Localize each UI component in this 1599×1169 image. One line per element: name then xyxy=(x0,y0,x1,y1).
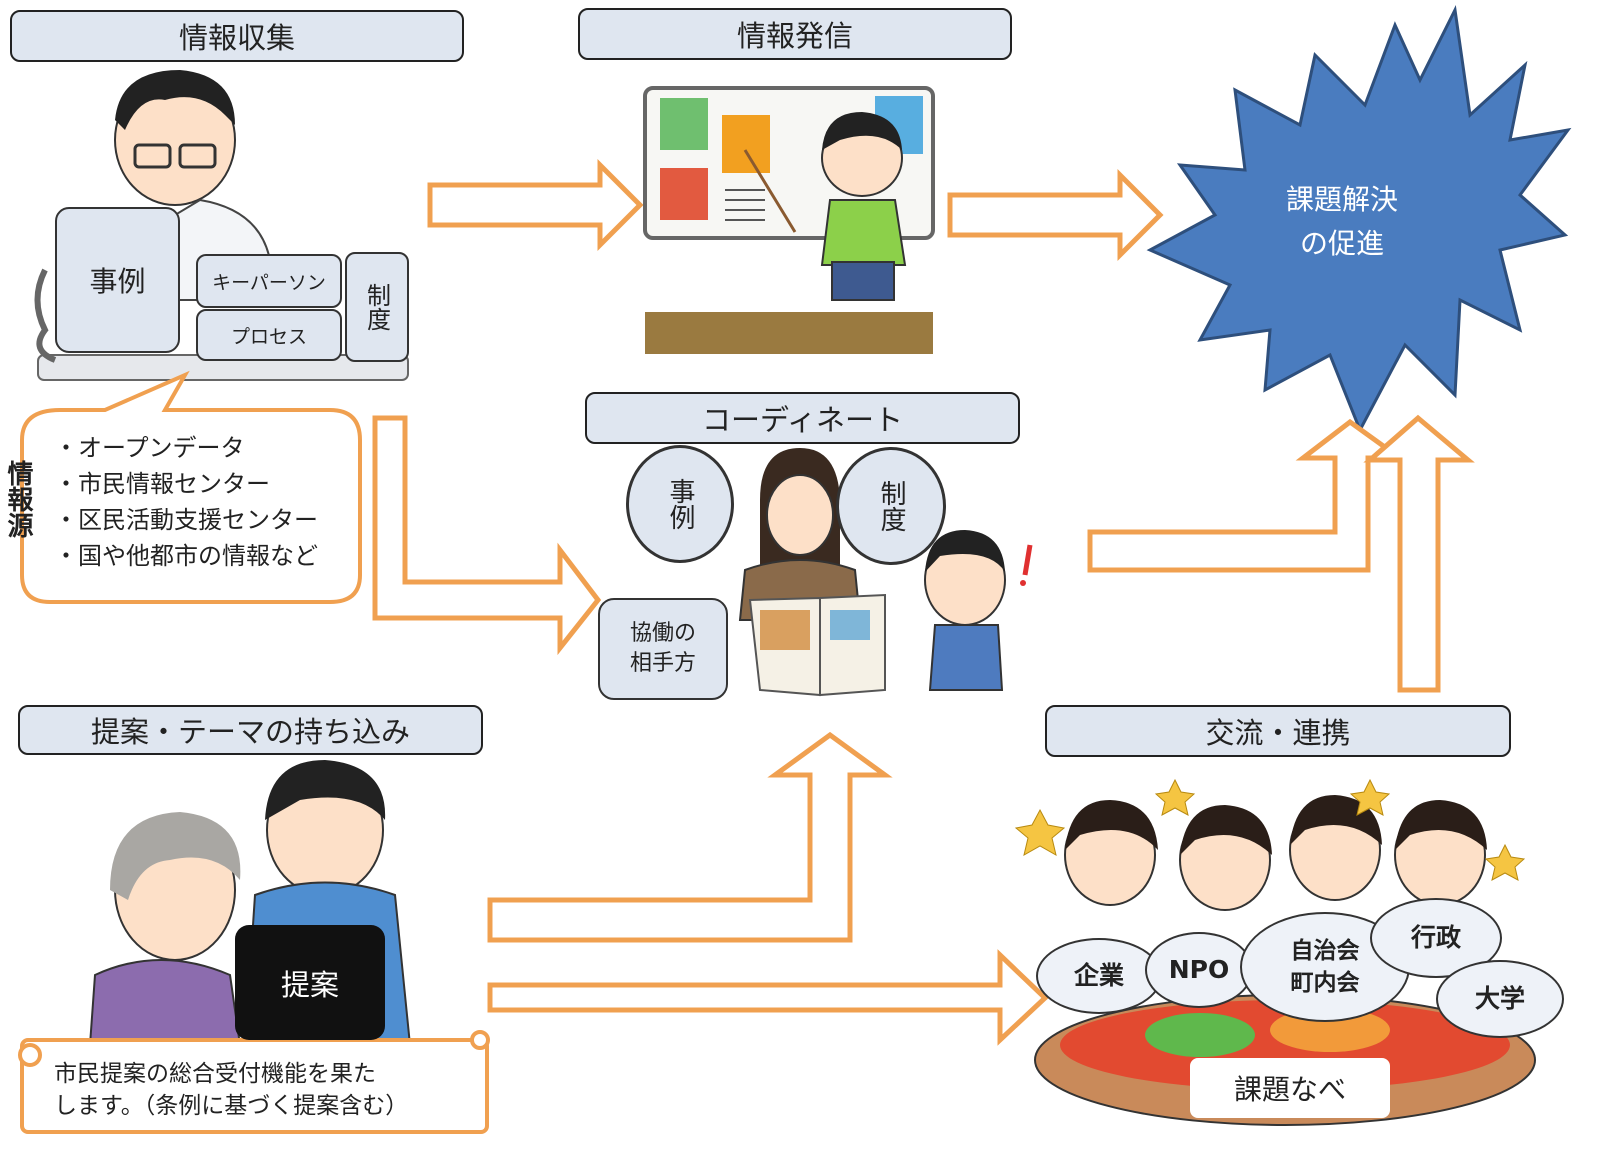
arrow-proposal-to-coordinate xyxy=(487,731,893,943)
info-source-item: ・区民活動支援センター xyxy=(54,506,318,534)
header-coordinate: コーディネート xyxy=(585,392,1020,444)
presenter-illustration xyxy=(643,86,935,354)
arrow-proposal-to-exchange xyxy=(487,949,1049,1046)
header-label: 交流・連携 xyxy=(1205,716,1351,750)
info-source-item: ・オープンデータ xyxy=(54,434,245,462)
actor-label: 自治会 町内会 xyxy=(1290,938,1360,996)
info-source-label: 情報源 xyxy=(3,460,33,538)
actor-npo: NPO xyxy=(1145,932,1253,1008)
coordinator-illustration xyxy=(738,448,1033,697)
tag-label: プロセス xyxy=(230,325,307,348)
tag-cases: 事例 xyxy=(55,207,180,353)
tag-label: キーパーソン xyxy=(212,271,326,294)
bubble-cases: 事例 xyxy=(626,445,734,563)
header-info-collection: 情報収集 xyxy=(10,10,464,62)
arrow-exchange-to-goal xyxy=(1363,414,1475,693)
info-source-item: ・国や他都市の情報など xyxy=(54,542,318,570)
header-exchange: 交流・連携 xyxy=(1045,705,1511,757)
arrow-coordinate-to-goal xyxy=(1087,418,1408,573)
actor-label: NPO xyxy=(1168,955,1230,984)
actor-university: 大学 xyxy=(1436,960,1564,1038)
pot-label-text: 課題なべ xyxy=(1233,1073,1346,1106)
header-info-dissemination: 情報発信 xyxy=(578,8,1012,60)
header-label: 情報収集 xyxy=(178,21,295,55)
bubble-label: 協働の 相手方 xyxy=(629,621,696,676)
arrow-collect-to-send xyxy=(427,158,644,252)
info-source-list: ・オープンデータ ・市民情報センター ・区民活動支援センター ・国や他都市の情報… xyxy=(54,430,318,574)
header-proposal: 提案・テーマの持ち込み xyxy=(18,705,483,755)
tag-process: プロセス xyxy=(196,309,342,361)
arrow-collect-to-coordinate xyxy=(372,415,602,656)
bubble-partner: 協働の 相手方 xyxy=(598,598,728,700)
info-source-item: ・市民情報センター xyxy=(54,470,270,498)
tag-label: 制度 xyxy=(362,283,391,331)
proposal-scroll xyxy=(18,1030,490,1134)
tag-key-person: キーパーソン xyxy=(196,254,342,308)
hotpot-label: 課題なべ xyxy=(1190,1058,1390,1118)
bag-label: 提案 xyxy=(280,967,339,1002)
goal-burst xyxy=(1146,5,1572,434)
arrow-send-to-goal xyxy=(947,168,1164,262)
header-label: 提案・テーマの持ち込み xyxy=(90,715,410,749)
header-label: 情報発信 xyxy=(736,19,853,53)
bubble-label: 事例 xyxy=(665,478,695,530)
header-label: コーディネート xyxy=(702,403,903,437)
actor-label: 大学 xyxy=(1474,984,1525,1013)
proposal-bag: 提案 xyxy=(235,925,385,1040)
tag-label: 事例 xyxy=(89,265,146,298)
bubble-label: 制度 xyxy=(876,480,906,532)
info-source-bubble xyxy=(20,370,362,604)
actor-company: 企業 xyxy=(1036,938,1162,1014)
proposal-note: 市民提案の総合受付機能を果た します。（条例に基づく提案含む） xyxy=(54,1061,409,1119)
actor-label: 企業 xyxy=(1073,961,1124,990)
bubble-system: 制度 xyxy=(836,447,946,565)
tag-system: 制度 xyxy=(345,252,409,362)
actor-label: 行政 xyxy=(1410,923,1461,952)
goal-label: 課題解決 の促進 xyxy=(1285,183,1398,260)
